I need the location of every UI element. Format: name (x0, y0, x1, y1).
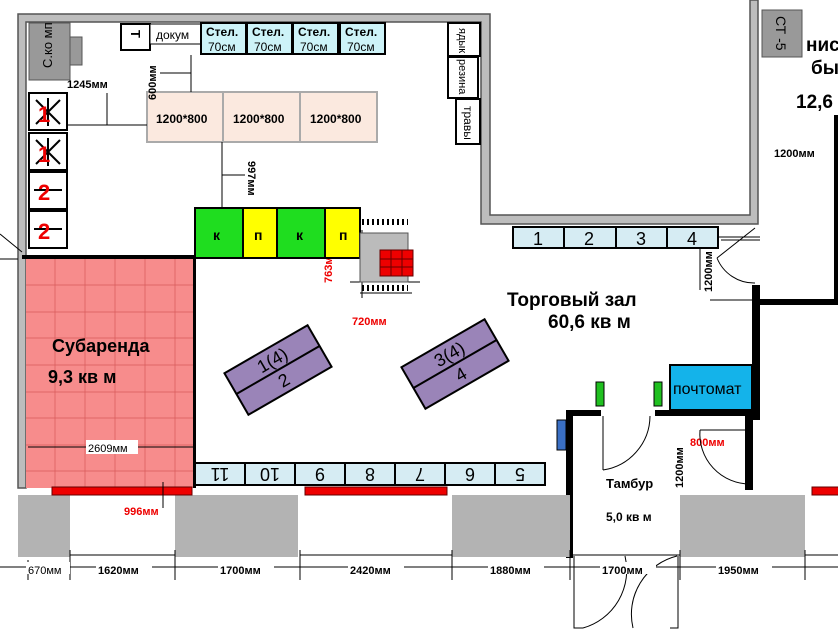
rack-number: 3 (636, 229, 646, 249)
rack-number: 7 (415, 464, 425, 484)
tables: 1200*800 1200*800 1200*800 (146, 91, 378, 143)
vestibule-area: 5,0 кв м (606, 510, 652, 524)
st5-box (761, 9, 803, 58)
shelf-size: 70см (347, 40, 375, 54)
counter-label: к (213, 227, 221, 243)
doors (573, 227, 756, 629)
counters: к п к п (194, 207, 361, 259)
dim-2609: 2609мм (88, 443, 128, 455)
counter-label: п (339, 227, 347, 243)
crossed-items: 1 1 2 2 (28, 92, 68, 249)
postamat[interactable]: почтомат (669, 364, 753, 411)
sublease-area-label: 9,3 кв м (48, 367, 116, 387)
shelf-label: Стел. (345, 25, 377, 39)
dim-bottom: 1620мм (98, 565, 139, 577)
trade-hall-area: 60,6 кв м (548, 312, 631, 333)
dim-720: 720мм (352, 316, 387, 328)
side-box-label: резина (456, 59, 468, 95)
shelf-size: 70см (300, 40, 328, 54)
s-komp-label: С.ко мп (40, 22, 55, 68)
crossed-number: 1 (38, 142, 50, 167)
shelf-label: Стел. (298, 25, 330, 39)
rack-number: 2 (584, 229, 594, 249)
shelf-label: Стел. (206, 25, 238, 39)
sublease-area[interactable]: Субаренда 9,3 кв м 2609мм (26, 259, 193, 488)
dim-bottom: 1700мм (602, 565, 643, 577)
island-2[interactable]: 3(4) 4 (400, 317, 510, 411)
rack-number: 5 (515, 464, 525, 484)
exit-sign-icon (556, 381, 663, 451)
dim-800: 800мм (690, 437, 725, 449)
dim-bottom: 1950мм (718, 565, 759, 577)
dim-996: 996мм (124, 506, 159, 518)
postamat-label: почтомат (673, 381, 742, 398)
crossed-number: 2 (38, 180, 50, 205)
shelf-label: Стел. (252, 25, 284, 39)
counter-label: п (254, 227, 262, 243)
island-1[interactable]: 1(4) 2 (223, 323, 333, 417)
rack-number: 10 (260, 464, 280, 484)
dim-1200: 1200мм (774, 148, 815, 160)
crossed-number: 1 (38, 102, 50, 127)
rack-number: 9 (315, 464, 325, 484)
right-room-area: 12,6 (796, 92, 833, 113)
dim-bottom: 2420мм (350, 565, 391, 577)
dim-997: 997мм (245, 161, 257, 196)
racks-top: 1 2 3 4 (512, 226, 719, 249)
pillars (18, 495, 805, 557)
racks-bottom: 11 10 9 8 7 6 5 (194, 462, 546, 486)
table-size: 1200*800 (310, 112, 362, 126)
dim-1200: 1200мм (674, 447, 686, 488)
cash-desk (359, 219, 414, 291)
rack-number: 8 (365, 464, 375, 484)
right-room-title: нис (806, 35, 838, 56)
table-size: 1200*800 (233, 112, 285, 126)
dim-bottom: 1700мм (220, 565, 261, 577)
dim-bottom: 1880мм (490, 565, 531, 577)
docs-label: докум (156, 28, 189, 42)
table-size: 1200*800 (156, 112, 208, 126)
side-boxes: ядык резина травы (447, 22, 481, 145)
side-box-label: травы (461, 106, 475, 140)
windows (51, 486, 838, 496)
shelves: Стел. 70см Стел. 70см Стел. 70см Стел. 7… (200, 22, 386, 55)
rack-number: 11 (211, 464, 230, 484)
s-komp[interactable]: С.ко мп (28, 22, 83, 81)
shelf-size: 70см (208, 40, 236, 54)
counter-label: к (296, 227, 304, 243)
shelf-size: 70см (254, 40, 282, 54)
rack-number: 1 (533, 229, 543, 249)
crossed-number: 2 (38, 219, 50, 244)
bottom-dimensions (0, 550, 838, 580)
rack-number: 4 (687, 229, 697, 249)
side-box-label: ядык (456, 28, 468, 53)
rack-number: 6 (465, 464, 475, 484)
right-room-title-2: бы (811, 58, 838, 79)
dim-bottom: 670мм (28, 565, 61, 577)
dim-600: 600мм (147, 65, 159, 100)
t-label: Т (128, 30, 143, 38)
vestibule-title: Тамбур (606, 476, 653, 491)
sublease-title: Субаренда (52, 336, 150, 356)
dim-1200: 1200мм (703, 251, 715, 292)
dim-1245: 1245мм (67, 79, 108, 91)
trade-hall-title: Торговый зал (507, 290, 637, 311)
st5-label: СТ -5 (773, 16, 789, 51)
